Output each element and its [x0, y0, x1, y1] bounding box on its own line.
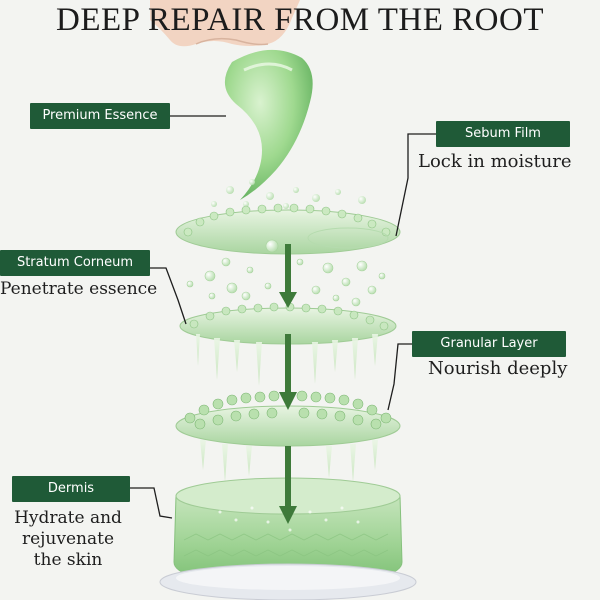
sebum-film-caption: Lock in moisture [418, 151, 572, 172]
page-title: DEEP REPAIR FROM THE ROOT [55, 2, 545, 38]
stratum-corneum-caption: Penetrate essence [0, 279, 158, 299]
premium-essence-tag: Premium Essence [30, 103, 170, 129]
down-arrow-icon [279, 244, 297, 524]
granular-layer-tag: Granular Layer [412, 331, 566, 357]
gel-drop-icon [224, 49, 313, 201]
sebum-film-tag: Sebum Film [436, 121, 570, 147]
dermis-tag: Dermis [12, 476, 130, 502]
granular-layer-caption: Nourish deeply [428, 358, 568, 379]
dermis-caption: Hydrate and rejuvenate the skin [14, 508, 122, 570]
hand-icon [150, 0, 300, 47]
stratum-corneum-tag: Stratum Corneum [0, 250, 150, 276]
